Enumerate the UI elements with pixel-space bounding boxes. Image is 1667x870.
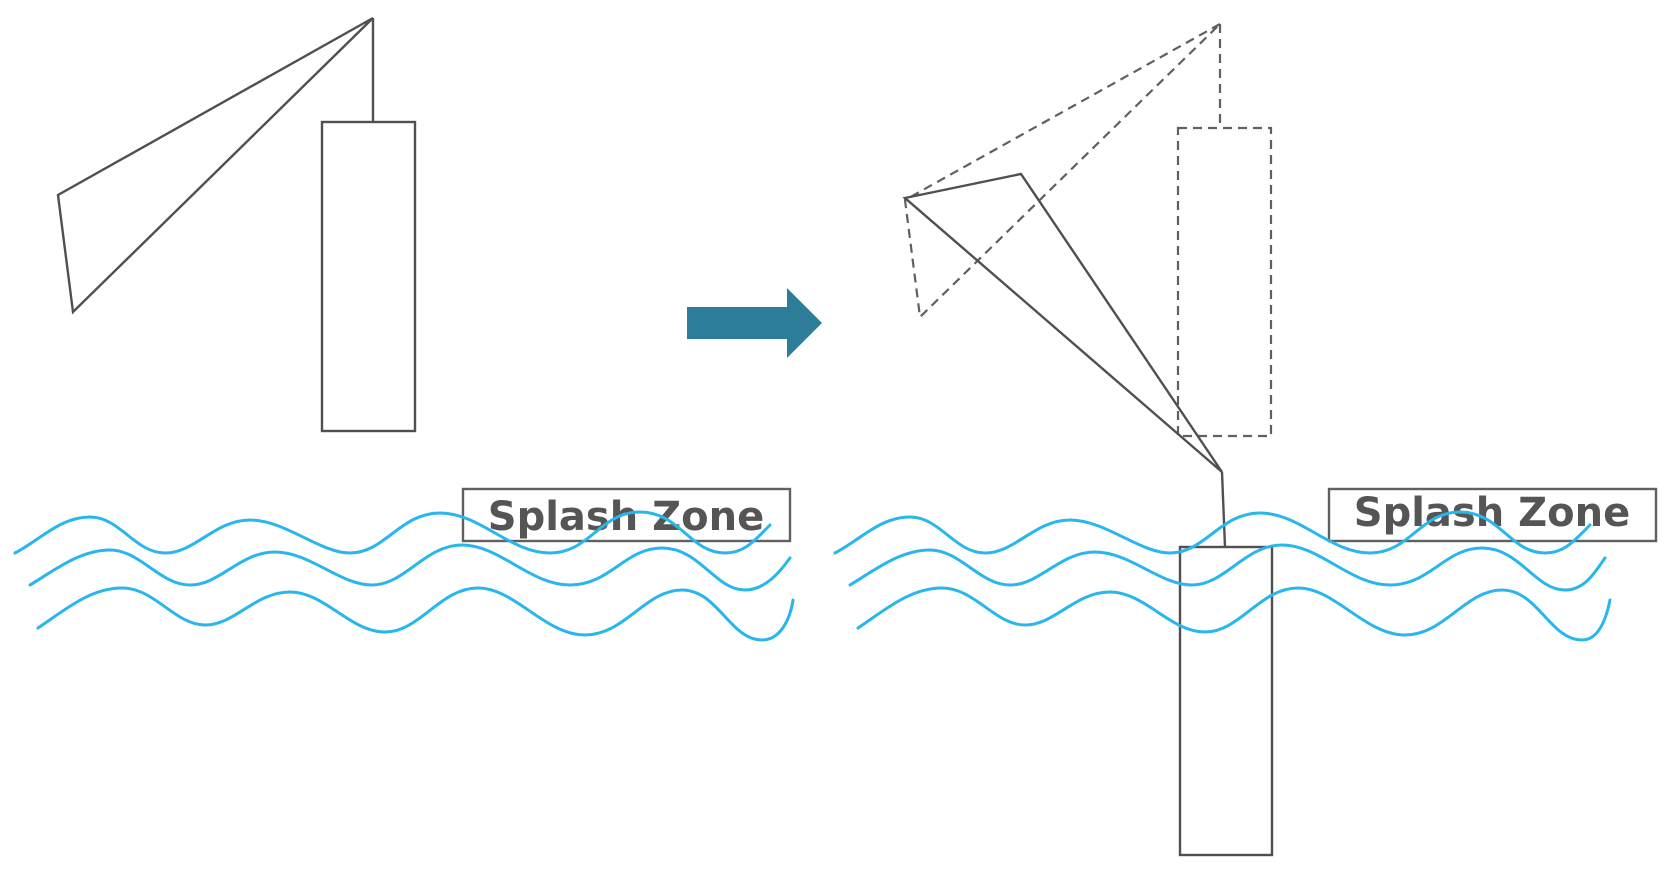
- right-crane-boom: [902, 172, 1223, 473]
- right-wave-2: [848, 543, 1607, 592]
- left-crane-boom: [56, 16, 374, 315]
- right-wave-1: [833, 510, 1592, 555]
- right-splash-zone-label: Splash Zone: [1327, 487, 1658, 543]
- right-submerged-load: [1178, 545, 1274, 857]
- ghost-crane-boom: [903, 23, 1221, 320]
- left-panel: Splash Zone: [13, 16, 795, 642]
- left-waves: [13, 510, 795, 642]
- right-panel: Splash Zone: [833, 23, 1658, 857]
- right-wave-3: [856, 586, 1612, 642]
- left-suspended-load: [320, 120, 417, 433]
- left-splash-zone-text: Splash Zone: [488, 494, 764, 540]
- right-waves: [833, 510, 1612, 642]
- right-hoist-cable: [1220, 471, 1227, 548]
- right-ghost-position: [903, 23, 1273, 438]
- left-wave-1: [13, 510, 772, 555]
- right-arrow-icon: [687, 288, 822, 358]
- left-wave-2: [28, 543, 792, 592]
- ghost-suspended-load: [1176, 126, 1273, 438]
- right-splash-zone-text: Splash Zone: [1354, 490, 1630, 536]
- left-wave-3: [36, 586, 795, 642]
